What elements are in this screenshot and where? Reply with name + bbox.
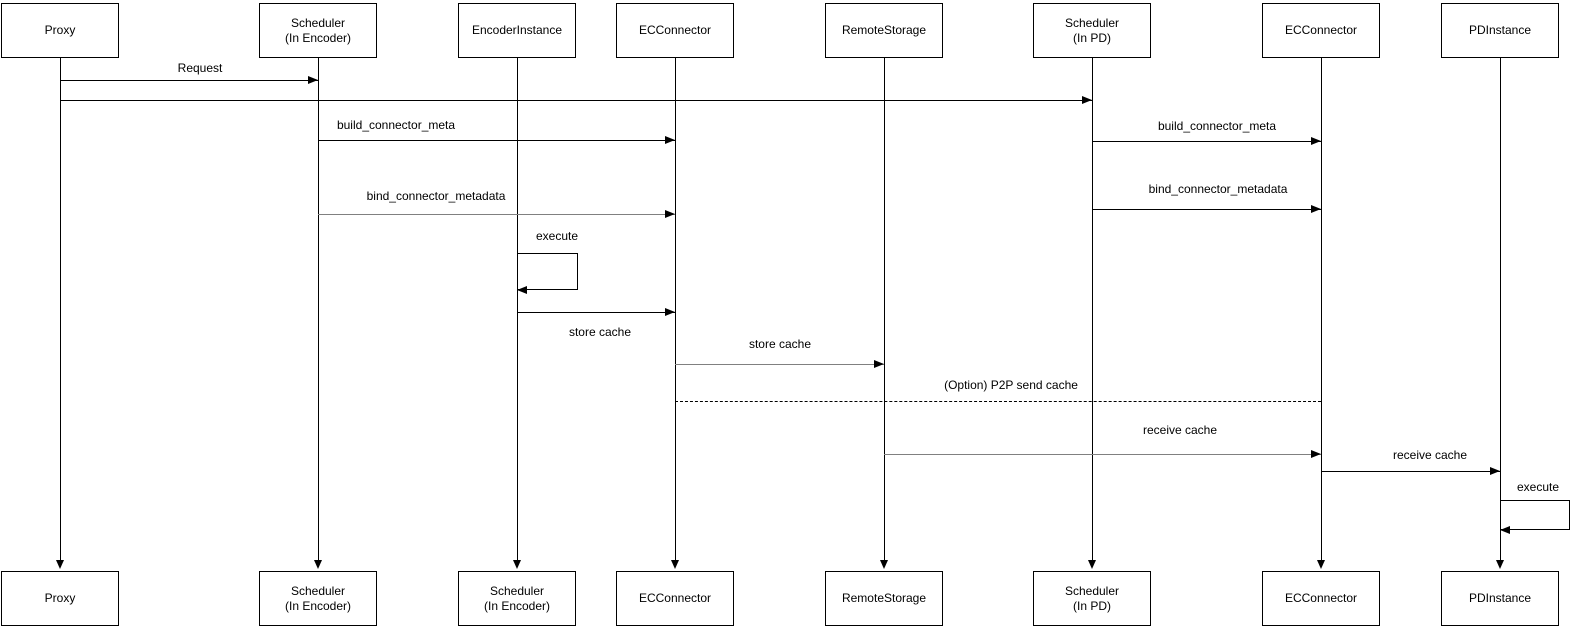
lifeline-ecconnector-2 <box>1317 58 1325 569</box>
message-arrow-bind-connector-metadata-left <box>318 210 675 218</box>
actor-bottom-ecconnector-1: ECConnector <box>616 571 734 626</box>
lifeline-scheduler-pd <box>1088 58 1096 569</box>
actor-sublabel: (In Encoder) <box>483 598 551 613</box>
actor-label: Scheduler <box>290 15 346 30</box>
lifeline-ecconnector-1 <box>671 58 679 569</box>
actor-top-encoderinstance: EncoderInstance <box>458 3 576 58</box>
lifeline-pdinstance <box>1496 58 1504 569</box>
actor-bottom-scheduler-encoder-1: Scheduler(In Encoder) <box>259 571 377 626</box>
actor-sublabel: (In PD) <box>1072 30 1111 45</box>
actor-top-ecconnector-1: ECConnector <box>616 3 734 58</box>
message-label-receive-cache-2: receive cache <box>1392 448 1468 462</box>
message-label-bind-connector-metadata-left: bind_connector_metadata <box>366 189 506 203</box>
actor-top-remotestorage: RemoteStorage <box>825 3 943 58</box>
actor-bottom-remotestorage: RemoteStorage <box>825 571 943 626</box>
message-label-build-connector-meta-right: build_connector_meta <box>1157 119 1277 133</box>
message-arrow-build-connector-meta-left <box>318 136 675 144</box>
actor-top-ecconnector-2: ECConnector <box>1262 3 1380 58</box>
lifeline-scheduler-encoder <box>314 58 322 569</box>
actor-sublabel: (In PD) <box>1072 598 1111 613</box>
actor-label: Scheduler <box>290 583 346 598</box>
actor-sublabel: (In Encoder) <box>284 30 352 45</box>
actor-label: Scheduler <box>1064 15 1120 30</box>
actor-bottom-scheduler-pd: Scheduler(In PD) <box>1033 571 1151 626</box>
actor-label: ECConnector <box>638 591 712 605</box>
message-line-p2p-send-cache <box>675 401 1321 402</box>
actor-bottom-scheduler-encoder-2: Scheduler(In Encoder) <box>458 571 576 626</box>
message-arrow-receive-cache-2 <box>1321 467 1500 475</box>
actor-label: RemoteStorage <box>841 591 927 605</box>
message-label-bind-connector-metadata-right: bind_connector_metadata <box>1148 182 1288 196</box>
actor-label: ECConnector <box>1284 591 1358 605</box>
actor-top-proxy: Proxy <box>1 3 119 58</box>
actor-label: ECConnector <box>638 23 712 37</box>
message-arrow-receive-cache-1 <box>884 450 1321 458</box>
actor-label: Proxy <box>44 591 76 605</box>
lifeline-remotestorage <box>880 58 888 569</box>
message-label-execute-encoder: execute <box>535 229 579 243</box>
self-loop-execute-pd <box>1500 500 1570 534</box>
actor-sublabel: (In Encoder) <box>284 598 352 613</box>
message-arrow-store-cache-left <box>517 308 675 316</box>
actor-label: Proxy <box>44 23 76 37</box>
message-label-store-cache-left: store cache <box>568 325 632 339</box>
message-label-p2p-send-cache: (Option) P2P send cache <box>944 378 1078 392</box>
actor-label: EncoderInstance <box>471 23 563 37</box>
lifeline-proxy <box>56 58 64 569</box>
actor-bottom-proxy: Proxy <box>1 571 119 626</box>
message-label-build-connector-meta-left: build_connector_meta <box>336 118 456 132</box>
message-label-execute-pd: execute <box>1516 480 1560 494</box>
lifeline-encoderinstance <box>513 58 521 569</box>
actor-label: Scheduler <box>489 583 545 598</box>
self-loop-execute-encoder <box>517 253 578 294</box>
message-arrow-proxy-to-scheduler-pd <box>60 96 1092 104</box>
message-arrow-bind-connector-metadata-right <box>1092 205 1321 213</box>
actor-label: PDInstance <box>1468 23 1532 37</box>
message-label-request: Request <box>177 61 223 75</box>
actor-bottom-ecconnector-2: ECConnector <box>1262 571 1380 626</box>
actor-top-scheduler-encoder: Scheduler(In Encoder) <box>259 3 377 58</box>
actor-label: PDInstance <box>1468 591 1532 605</box>
actor-label: Scheduler <box>1064 583 1120 598</box>
actor-label: RemoteStorage <box>841 23 927 37</box>
message-arrow-request <box>60 76 318 84</box>
actor-top-pdinstance: PDInstance <box>1441 3 1559 58</box>
message-label-store-cache-right: store cache <box>748 337 812 351</box>
message-arrow-store-cache-right <box>675 360 884 368</box>
message-arrow-build-connector-meta-right <box>1092 137 1321 145</box>
message-label-receive-cache-1: receive cache <box>1142 423 1218 437</box>
actor-top-scheduler-pd: Scheduler(In PD) <box>1033 3 1151 58</box>
actor-bottom-pdinstance: PDInstance <box>1441 571 1559 626</box>
actor-label: ECConnector <box>1284 23 1358 37</box>
